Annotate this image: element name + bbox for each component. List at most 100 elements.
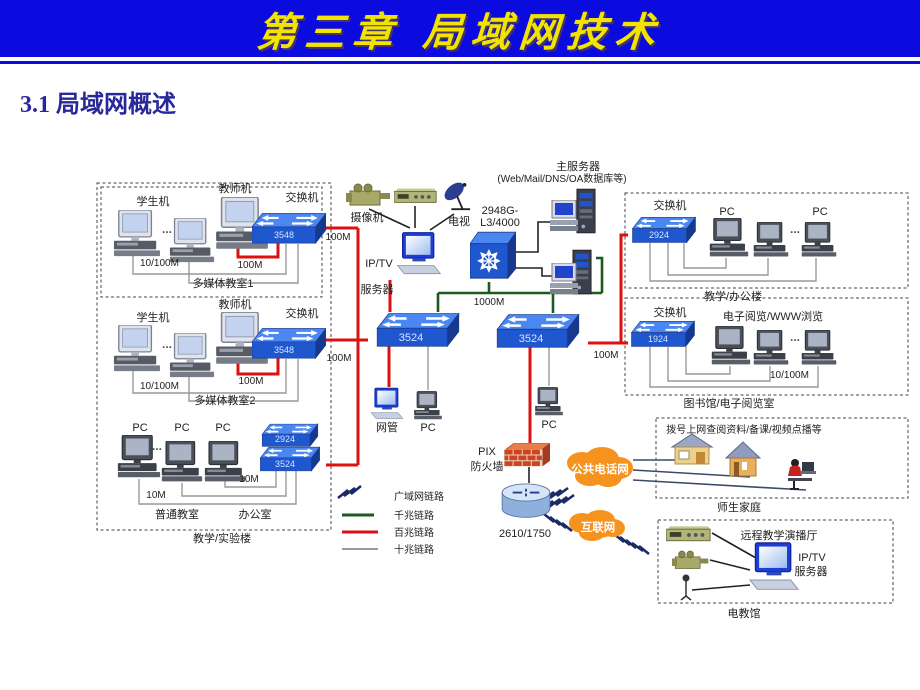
links-library — [649, 347, 819, 388]
satellite-dish-icon — [442, 180, 472, 211]
house-icon — [724, 441, 762, 477]
label-camera: 摄像机 — [351, 210, 384, 224]
internet-cloud: 互联网 — [569, 510, 625, 541]
label-right-building: 教学/办公楼 — [704, 289, 762, 303]
switch-model: 3524 — [399, 332, 423, 344]
legend-100m: 百兆链路 — [394, 526, 434, 539]
switch-model: 3548 — [274, 345, 294, 355]
person-at-computer-icon — [788, 459, 816, 490]
label-pc: PC — [215, 422, 230, 434]
label-classroom1: 多媒体教室1 — [192, 276, 253, 290]
link-core-servers — [510, 221, 552, 277]
ellipsis: ... — [162, 222, 172, 236]
section-title: 3.1 局域网概述 — [20, 92, 176, 118]
office-building-box — [624, 192, 909, 289]
edu-hall-box — [657, 519, 894, 604]
link-10m-a — [224, 471, 277, 488]
vcr-icon — [666, 525, 711, 542]
label-servers-title: 主服务器 — [556, 160, 600, 173]
label-100m: 100M — [237, 260, 262, 271]
link-10-100m-classroom2-b — [188, 359, 299, 402]
link-100m-teacher2 — [236, 358, 280, 376]
label-mgmt: 网管 — [376, 420, 398, 434]
ellipsis: ... — [152, 439, 162, 453]
iptv-server-icon — [396, 231, 442, 275]
link-av-sources — [368, 206, 455, 231]
wan-bolt-pstn-b — [541, 493, 575, 511]
label-pc: PC — [132, 422, 147, 434]
pc-icon — [753, 330, 789, 366]
pstn-cloud: 公共电话网 — [567, 447, 633, 487]
student-pc-icon — [169, 333, 215, 378]
label-dialup-note: 拨号上网查阅资料/备课/视频点播等 — [666, 423, 822, 436]
ellipsis: ... — [162, 337, 172, 351]
label-pc: PC — [719, 206, 734, 218]
edu-iptv-server-icon — [749, 542, 799, 591]
link-10m-c — [138, 471, 297, 505]
label-1000m: 1000M — [474, 297, 505, 308]
label-10-100m: 10/100M — [140, 258, 179, 269]
page-title: 第三章 局域网技术 — [255, 8, 665, 56]
label-core-model-2: L3/4000 — [480, 217, 520, 229]
ellipsis: ... — [790, 222, 800, 236]
link-1000m-trunk — [436, 256, 604, 313]
homes-box — [655, 417, 909, 499]
link-10-100m-classroom2-a — [132, 359, 287, 394]
legend-wan-icon — [337, 484, 362, 500]
ellipsis: ... — [790, 330, 800, 344]
label-pc: PC — [420, 422, 435, 434]
classroom1-box — [100, 186, 323, 298]
label-switch2: 交换机 — [286, 306, 319, 320]
label-reading: 电子阅览/WWW浏览 — [723, 309, 823, 323]
label-10m: 10M — [239, 474, 258, 485]
label-pc: PC — [812, 206, 827, 218]
pc-icon — [413, 391, 443, 420]
label-edu-iptv-1: IP/TV — [798, 552, 826, 564]
label-classroom2: 多媒体教室2 — [194, 393, 255, 407]
label-iptv-2: 服务器 — [361, 283, 394, 296]
legend-gigabit: 千兆链路 — [394, 509, 434, 522]
switch-model: 2924 — [649, 230, 669, 240]
left-building-box — [96, 182, 332, 531]
student-pc-icon — [113, 325, 161, 372]
network-diagram: 学生机 教师机 交换机 ... 3548 100M 10/100M 多媒体教室1… — [96, 160, 909, 620]
label-100m: 100M — [238, 376, 263, 387]
vcr-icon — [394, 188, 437, 203]
house-icon — [670, 433, 714, 465]
header-divider — [0, 61, 920, 64]
header-bar: 第三章 局域网技术 — [0, 0, 920, 57]
legend-10m: 十兆链路 — [394, 543, 434, 556]
microphone-icon — [680, 574, 692, 601]
link-100m-right — [588, 233, 628, 345]
pc-icon — [801, 330, 837, 366]
switch-model: 3524 — [275, 459, 295, 469]
pix-firewall-icon — [504, 443, 550, 467]
label-studio: 远程教学演播厅 — [741, 528, 818, 542]
label-homes: 师生家庭 — [717, 500, 761, 514]
links-office-building — [649, 243, 817, 282]
legend: 广域网链路 千兆链路 百兆链路 十兆链路 — [337, 484, 444, 556]
pc-icon — [801, 222, 837, 258]
video-camera-icon — [346, 183, 391, 206]
pc-icon — [161, 441, 203, 482]
label-left-building: 教学/实验楼 — [193, 531, 251, 545]
pc-icon — [709, 218, 749, 257]
label-10-100m-library: 10/100M — [770, 370, 809, 381]
mgmt-station-icon — [370, 387, 404, 420]
label-edu-iptv-2: 服务器 — [795, 565, 828, 578]
label-normal-room: 普通教室 — [155, 507, 199, 521]
label-pc: PC — [174, 422, 189, 434]
label-teacher1: 教师机 — [219, 181, 252, 195]
student-pc-icon — [169, 218, 215, 263]
label-tv: 电视 — [448, 214, 470, 228]
links-pstn-homes — [632, 459, 807, 491]
server-console-icon — [550, 263, 578, 295]
label-servers-subtitle: (Web/Mail/DNS/OA数据库等) — [497, 172, 626, 185]
pc-icon — [753, 222, 789, 258]
label-switch-r2: 交换机 — [654, 305, 687, 319]
label-router-model: 2610/1750 — [499, 528, 551, 540]
pc-icon — [534, 387, 564, 416]
wan-bolt-internet — [543, 512, 573, 533]
label-iptv-1: IP/TV — [365, 258, 393, 270]
